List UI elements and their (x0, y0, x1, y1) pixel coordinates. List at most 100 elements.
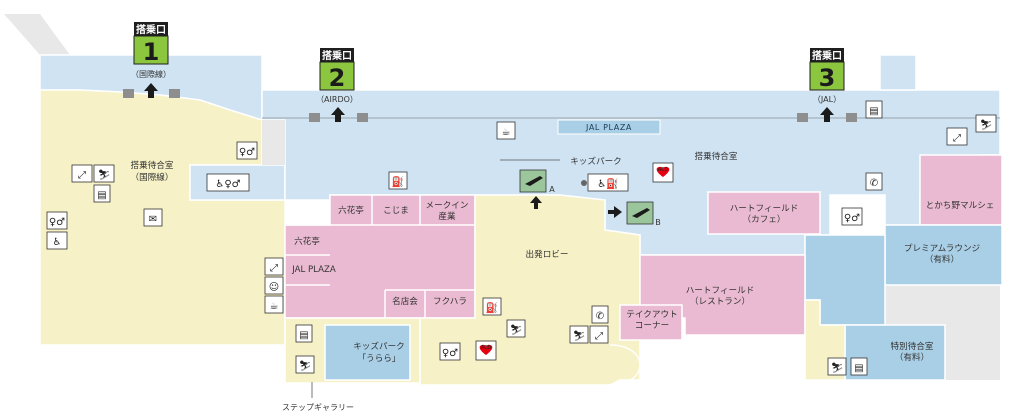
gate-3-sign: 搭乗口 3 （JAL） (809, 48, 845, 104)
label-premium-2: （有料） (925, 253, 959, 265)
smoking-room-icon: ☕ (264, 295, 284, 314)
stairs-icon: ⛷ (569, 325, 589, 344)
arrow-right-icon (608, 206, 622, 218)
gate-3-sub: （JAL） (813, 95, 841, 104)
elevator-icon: ▤ (295, 324, 313, 343)
label-makuin-2: 産業 (438, 210, 456, 222)
svg-text:⤢: ⤢ (78, 170, 86, 181)
stairs-icon: ⛷ (827, 357, 847, 376)
label-takeout-1: テイクアウト (626, 309, 677, 320)
kids-park-icons: ♿⛽ (581, 173, 629, 192)
svg-text:♿♀♂: ♿♀♂ (215, 179, 240, 190)
gate-2-sub: （AIRDO） (316, 95, 358, 104)
arrow-up-icon (820, 107, 834, 122)
kids-park-urara (324, 324, 411, 381)
gate-3-side-corridor (879, 54, 917, 91)
label-heartfield-rest-2: （レストラン） (690, 296, 750, 307)
gate-2-number: 2 (329, 64, 346, 92)
stairs-icon: ⛷ (93, 164, 115, 183)
baby-care-icon: ☺ (264, 276, 284, 295)
gate-2-arrow-group (309, 107, 368, 122)
gate-3-number: 3 (819, 64, 836, 92)
column-area (262, 120, 285, 165)
svg-text:⛽: ⛽ (392, 175, 404, 188)
escalator-icon: ⤢ (264, 257, 284, 276)
svg-text:♀♂: ♀♂ (442, 348, 458, 359)
aed-icon: AED (652, 162, 674, 183)
gate-3-arrow-group (797, 107, 857, 122)
svg-text:▤: ▤ (299, 330, 308, 341)
label-rokkatei-2: 六花亭 (294, 235, 320, 247)
aed-label-1: AED (658, 167, 669, 173)
waiting-room-intl (39, 89, 286, 346)
label-waiting-intl-1: 搭乗待合室 (131, 159, 174, 171)
label-special-1: 特別待合室 (891, 340, 934, 352)
shop-tokachino (919, 154, 1003, 226)
restroom-icon: ♀♂ (236, 141, 258, 160)
svg-text:✆: ✆ (596, 311, 604, 322)
gate-2-head: 搭乗口 (322, 49, 352, 62)
label-tokachino: とかち野マルシェ (926, 200, 995, 211)
elevator-icon: ▤ (865, 100, 883, 119)
label-boarding-b: B (655, 218, 661, 227)
label-kojima: こじま (383, 205, 409, 216)
svg-text:⛷: ⛷ (573, 330, 586, 342)
label-takeout-2: コーナー (635, 320, 669, 331)
corridor-top-left (4, 14, 70, 55)
label-premium-1: プレミアムラウンジ (904, 243, 981, 254)
arrow-up-icon (530, 196, 542, 209)
gate-1-head: 搭乗口 (136, 23, 166, 36)
shop-heartfield-cafe (707, 191, 821, 235)
svg-text:⛽: ⛽ (486, 301, 498, 314)
telephone-icon: ✆ (591, 305, 609, 324)
label-meitenkai: 名店会 (392, 295, 418, 307)
arrow-up-icon (331, 107, 345, 122)
svg-text:⤢: ⤢ (270, 263, 278, 274)
lobby-curve (609, 344, 641, 386)
label-boarding-a: A (549, 185, 555, 194)
gate-1-sub: （国際線） (131, 69, 171, 79)
restroom-icon: ♀♂ (46, 211, 68, 230)
label-kids-park: キッズパーク (570, 155, 622, 167)
arrow-up-icon (144, 83, 158, 98)
svg-text:☕: ☕ (270, 301, 279, 312)
svg-text:▤: ▤ (854, 363, 863, 374)
svg-text:☺: ☺ (269, 282, 279, 293)
svg-text:⛷: ⛷ (299, 360, 312, 372)
stairs-icon: ⛷ (506, 319, 526, 338)
accessible-restroom-icon: ♿♀♂ (206, 173, 250, 192)
svg-text:♿: ♿ (53, 237, 62, 248)
stairs-icon: ⛷ (975, 114, 997, 133)
jal-plaza-counter (557, 119, 661, 135)
takeout-corner (619, 304, 683, 341)
smoking-room-icon: ☕ (496, 121, 516, 140)
label-special-2: （有料） (895, 351, 929, 363)
escalator-icon: ⤢ (71, 164, 93, 183)
boarding-bridge-icon (525, 176, 543, 186)
boarding-bridge-a: A (519, 169, 555, 209)
label-makuin-1: メークイン (426, 200, 469, 211)
stairs-icon: ⛷ (295, 355, 315, 374)
aed-icon: AED (475, 340, 497, 361)
label-waiting-domestic: 搭乗待合室 (695, 150, 738, 162)
gate-1-number: 1 (143, 38, 160, 66)
svg-text:♀♂: ♀♂ (844, 213, 860, 224)
svg-text:▤: ▤ (869, 106, 878, 117)
nursing-room-icon: ✉ (143, 208, 163, 227)
accessible-restroom-icon: ♿ (46, 231, 68, 250)
jal-plaza-top-label: JAL PLAZA (585, 123, 632, 132)
svg-text:⛷: ⛷ (831, 362, 844, 374)
svg-text:⛷: ⛷ (980, 119, 993, 131)
label-heartfield-cafe-1: ハートフィールド (730, 204, 799, 214)
svg-text:☕: ☕ (502, 127, 511, 138)
label-heartfield-cafe-2: （カフェ） (743, 214, 786, 225)
svg-text:⤢: ⤢ (953, 133, 961, 144)
label-kids-urara-2: 「うらら」 (358, 353, 401, 364)
svg-text:⛷: ⛷ (98, 169, 111, 181)
escalator-icon: ⤢ (589, 325, 609, 344)
label-kids-urara-1: キッズパーク (353, 340, 405, 352)
svg-text:♿⛽: ♿⛽ (597, 177, 618, 190)
elevator-icon: ▤ (850, 357, 868, 376)
label-departure-lobby: 出発ロビー (526, 248, 569, 260)
